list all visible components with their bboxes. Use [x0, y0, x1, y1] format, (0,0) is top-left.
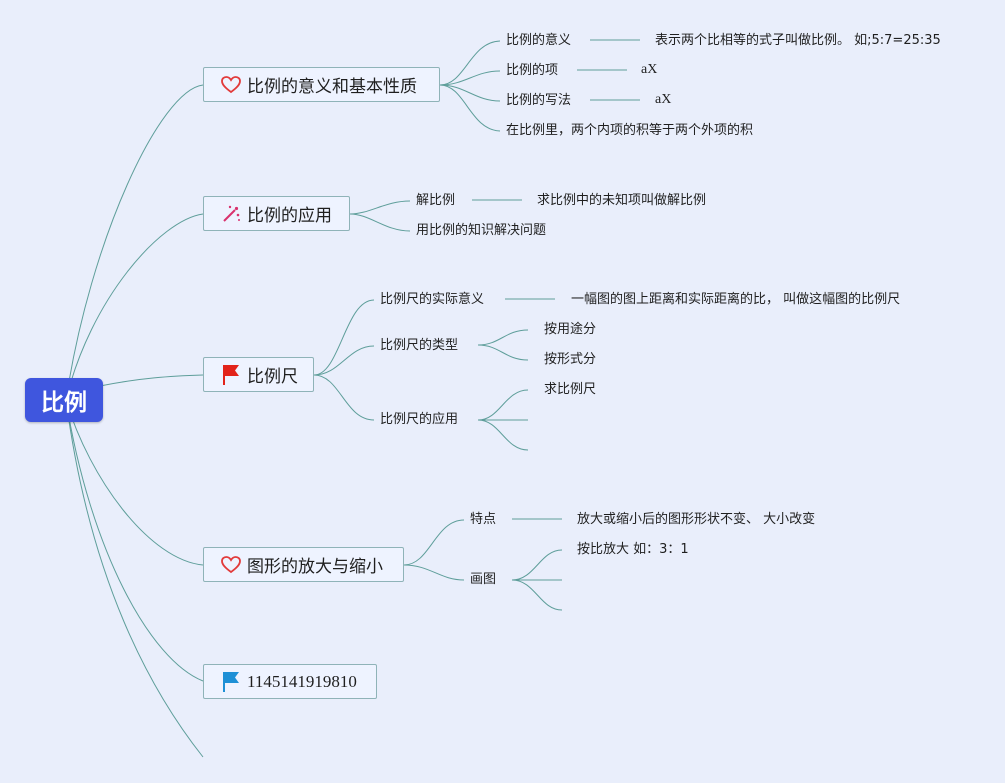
topic-scale[interactable]: 比例尺: [203, 357, 314, 392]
red-flag-icon: [220, 364, 242, 386]
topic-meaning-label: 比例的意义和基本性质: [247, 77, 417, 97]
node-scale-types[interactable]: 比例尺的类型: [380, 338, 459, 353]
topic-meaning[interactable]: 比例的意义和基本性质: [203, 67, 440, 102]
node-find-scale[interactable]: 求比例尺: [544, 382, 597, 397]
node-drawing[interactable]: 画图: [470, 572, 497, 587]
root-topic[interactable]: 比例: [25, 378, 103, 422]
node-by-form[interactable]: 按形式分: [544, 352, 597, 367]
node-ratio-property[interactable]: 在比例里，两个内项的积等于两个外项的积: [506, 123, 754, 138]
node-meaning-definition[interactable]: 比例的意义: [506, 33, 572, 48]
topic-enlarge-shrink-label: 图形的放大与缩小: [247, 557, 383, 577]
topic-enlarge-shrink[interactable]: 图形的放大与缩小: [203, 547, 404, 582]
heart-icon: [220, 554, 242, 576]
node-scale-application[interactable]: 比例尺的应用: [380, 412, 459, 427]
topic-application[interactable]: 比例的应用: [203, 196, 350, 231]
note-scale-meaning[interactable]: 一幅图的图上距离和实际距离的比， 叫做这幅图的比例尺: [571, 292, 901, 307]
sparkle-icon: [220, 203, 242, 225]
node-scale-meaning[interactable]: 比例尺的实际意义: [380, 292, 485, 307]
node-solve-problems[interactable]: 用比例的知识解决问题: [416, 223, 547, 238]
node-ratio-terms[interactable]: 比例的项: [506, 63, 559, 78]
node-solve-ratio[interactable]: 解比例: [416, 193, 456, 208]
note-meaning-definition[interactable]: 表示两个比相等的式子叫做比例。 如;5:7=25:35: [655, 33, 941, 48]
topic-application-label: 比例的应用: [247, 206, 332, 226]
topic-number-label: 1145141919810: [247, 671, 357, 691]
note-ratio-notation[interactable]: aX: [655, 92, 672, 107]
note-solve-ratio[interactable]: 求比例中的未知项叫做解比例: [537, 193, 707, 208]
topic-number[interactable]: 1145141919810: [203, 664, 377, 699]
note-ratio-terms[interactable]: aX: [641, 62, 658, 77]
root-label: 比例: [41, 390, 87, 416]
node-enlarge-by-ratio[interactable]: 按比放大 如：3：1: [577, 542, 689, 557]
heart-icon: [220, 74, 242, 96]
note-features[interactable]: 放大或缩小后的图形形状不变、 大小改变: [577, 512, 816, 527]
topic-scale-label: 比例尺: [247, 367, 298, 387]
node-ratio-notation[interactable]: 比例的写法: [506, 93, 572, 108]
node-by-purpose[interactable]: 按用途分: [544, 322, 597, 337]
blue-flag-icon: [220, 671, 242, 693]
node-features[interactable]: 特点: [470, 512, 497, 527]
